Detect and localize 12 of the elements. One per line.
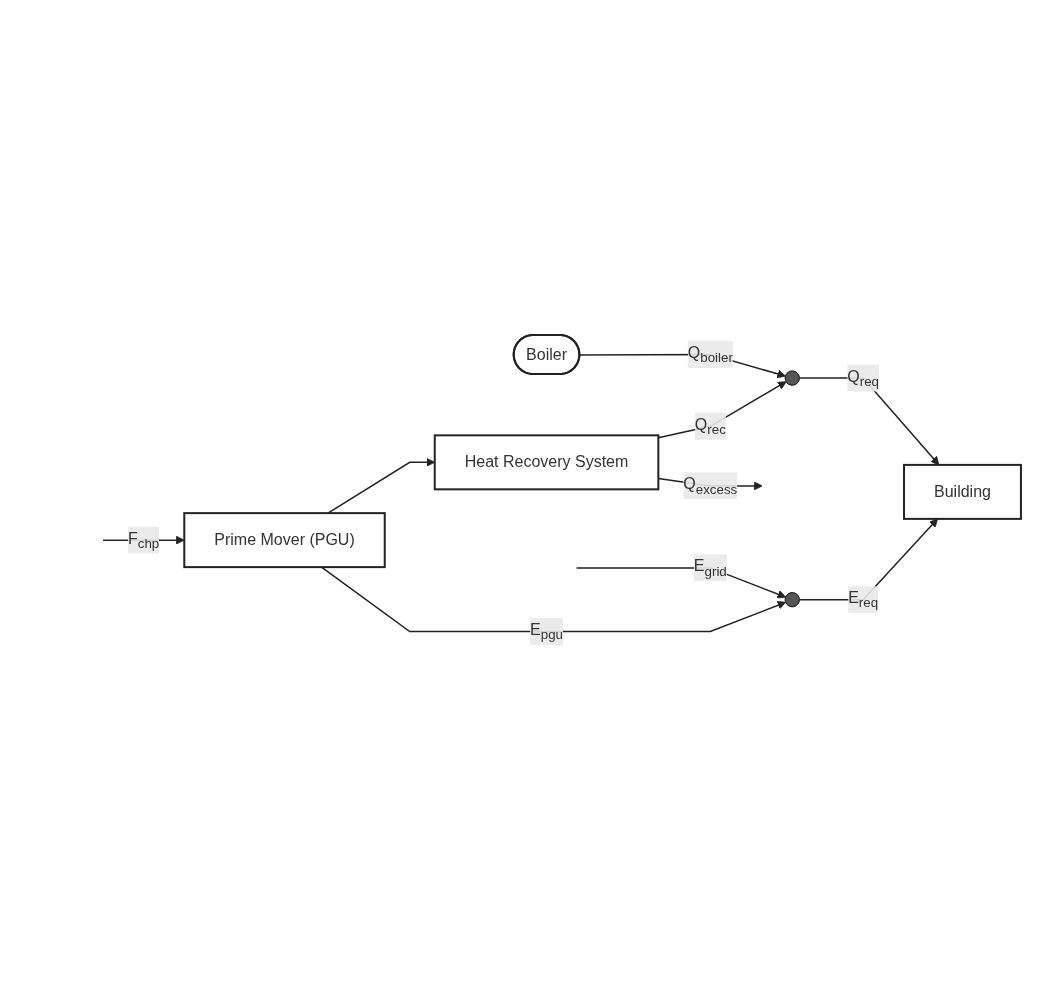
- edge-label: Q$_{excess}$: [682, 475, 737, 497]
- edge-label: E$_{req}$: [847, 589, 878, 611]
- edge-label: E$_{grid}$: [693, 557, 727, 579]
- edge-label: F$_{chp}$: [127, 530, 159, 552]
- edge-label: Q$_{req}$: [846, 367, 879, 390]
- edge-label: E$_{pgu}$: [529, 621, 563, 643]
- arrow: [326, 458, 435, 515]
- edge-label: Q$_{boiler}$: [687, 344, 733, 366]
- node-box: Heat Recovery System: [433, 434, 659, 491]
- edge-label: Q$_{rec}$: [694, 416, 726, 438]
- node-box: Building: [902, 464, 1022, 521]
- node-box: Prime Mover (PGU): [182, 512, 386, 569]
